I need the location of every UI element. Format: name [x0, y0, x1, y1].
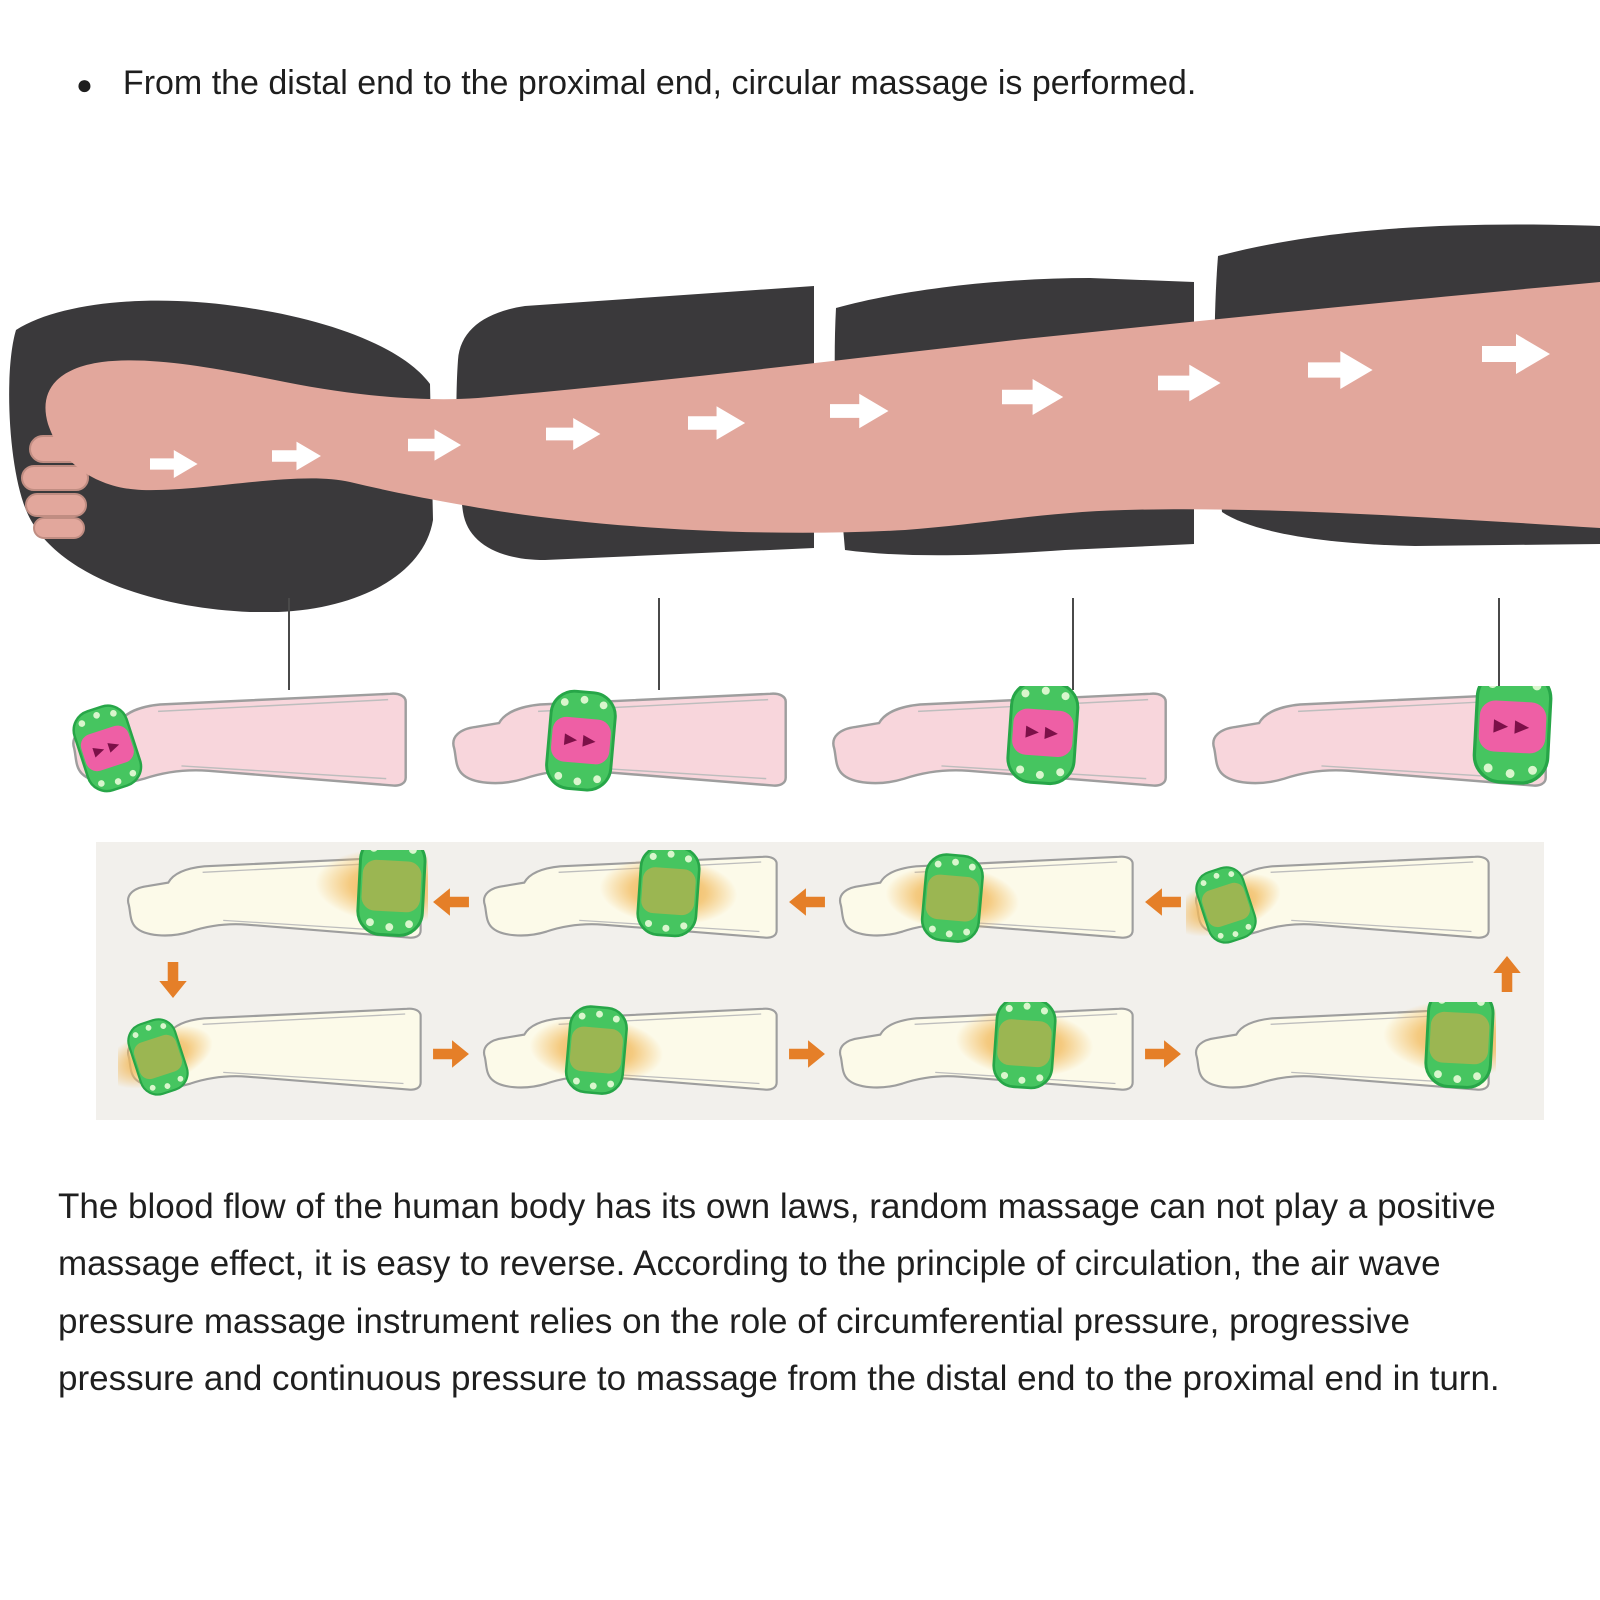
mini-leg-stage-thigh	[1202, 686, 1554, 803]
glow-zone	[997, 1019, 1052, 1068]
pressure-zone	[1012, 708, 1074, 757]
foot-toes	[21, 435, 89, 539]
cross-section-row	[62, 686, 1554, 803]
cycle-row-bottom	[118, 1002, 1496, 1105]
flow-arrow-right	[1140, 1036, 1186, 1072]
mini-leg-stage-knee	[822, 686, 1174, 803]
mini-leg-stage-thigh	[1186, 1002, 1496, 1105]
massage-direction-arrow	[150, 450, 198, 478]
massage-direction-arrow	[546, 418, 601, 450]
flow-arrow-left	[1140, 884, 1186, 920]
massage-direction-arrow	[1482, 334, 1550, 374]
flow-arrow-right	[428, 1036, 474, 1072]
mini-leg-stage-foot	[118, 1002, 428, 1105]
header-line: ● From the distal end to the proximal en…	[76, 64, 1196, 106]
massage-direction-arrow	[830, 393, 889, 429]
header-text: From the distal end to the proximal end,…	[122, 64, 1197, 102]
mini-leg-stage-knee	[830, 1002, 1140, 1105]
mini-leg-stage-calf	[474, 1002, 784, 1105]
glow-zone	[569, 1026, 623, 1074]
connector-line	[658, 598, 660, 690]
cycle-row-top	[118, 850, 1496, 953]
flow-arrow-left	[428, 884, 474, 920]
massage-direction-arrow	[688, 406, 746, 440]
glow-zone	[361, 859, 422, 913]
pressure-zone	[80, 725, 134, 772]
mini-leg-stage-knee	[474, 850, 784, 953]
mini-leg-stage-calf	[830, 850, 1140, 953]
bullet-icon: ●	[76, 69, 93, 100]
massage-direction-arrow	[1002, 379, 1064, 415]
leg-skin	[45, 282, 1600, 533]
mini-leg-stage-thigh	[118, 850, 428, 953]
massage-direction-arrow	[1308, 351, 1373, 389]
glow-zone	[133, 1034, 183, 1080]
massage-direction-arrows	[150, 334, 1550, 478]
description-paragraph: The blood flow of the human body has its…	[58, 1187, 1500, 1399]
flow-arrow-left	[784, 884, 830, 920]
connector-line	[1498, 598, 1500, 690]
massage-direction-arrow	[1158, 364, 1221, 402]
glow-zone	[925, 874, 979, 922]
leg-with-air-cuffs-illustration	[9, 224, 1600, 612]
mini-leg-stage-calf	[442, 686, 794, 803]
massage-direction-arrow	[408, 429, 462, 461]
connector-line	[1072, 598, 1074, 690]
flow-arrow-down	[155, 957, 191, 1003]
mini-leg-stage-foot	[62, 686, 414, 803]
massage-cycle-panel	[96, 842, 1544, 1120]
flow-arrow-up	[1489, 951, 1525, 997]
glow-zone	[641, 867, 696, 916]
glow-zone	[1201, 882, 1251, 928]
flow-arrow-right	[784, 1036, 830, 1072]
pressure-zone	[1478, 700, 1547, 754]
mini-leg-stage-foot	[1186, 850, 1496, 953]
connector-line	[288, 598, 290, 690]
pressure-zone	[550, 716, 611, 765]
glow-zone	[1429, 1011, 1490, 1065]
